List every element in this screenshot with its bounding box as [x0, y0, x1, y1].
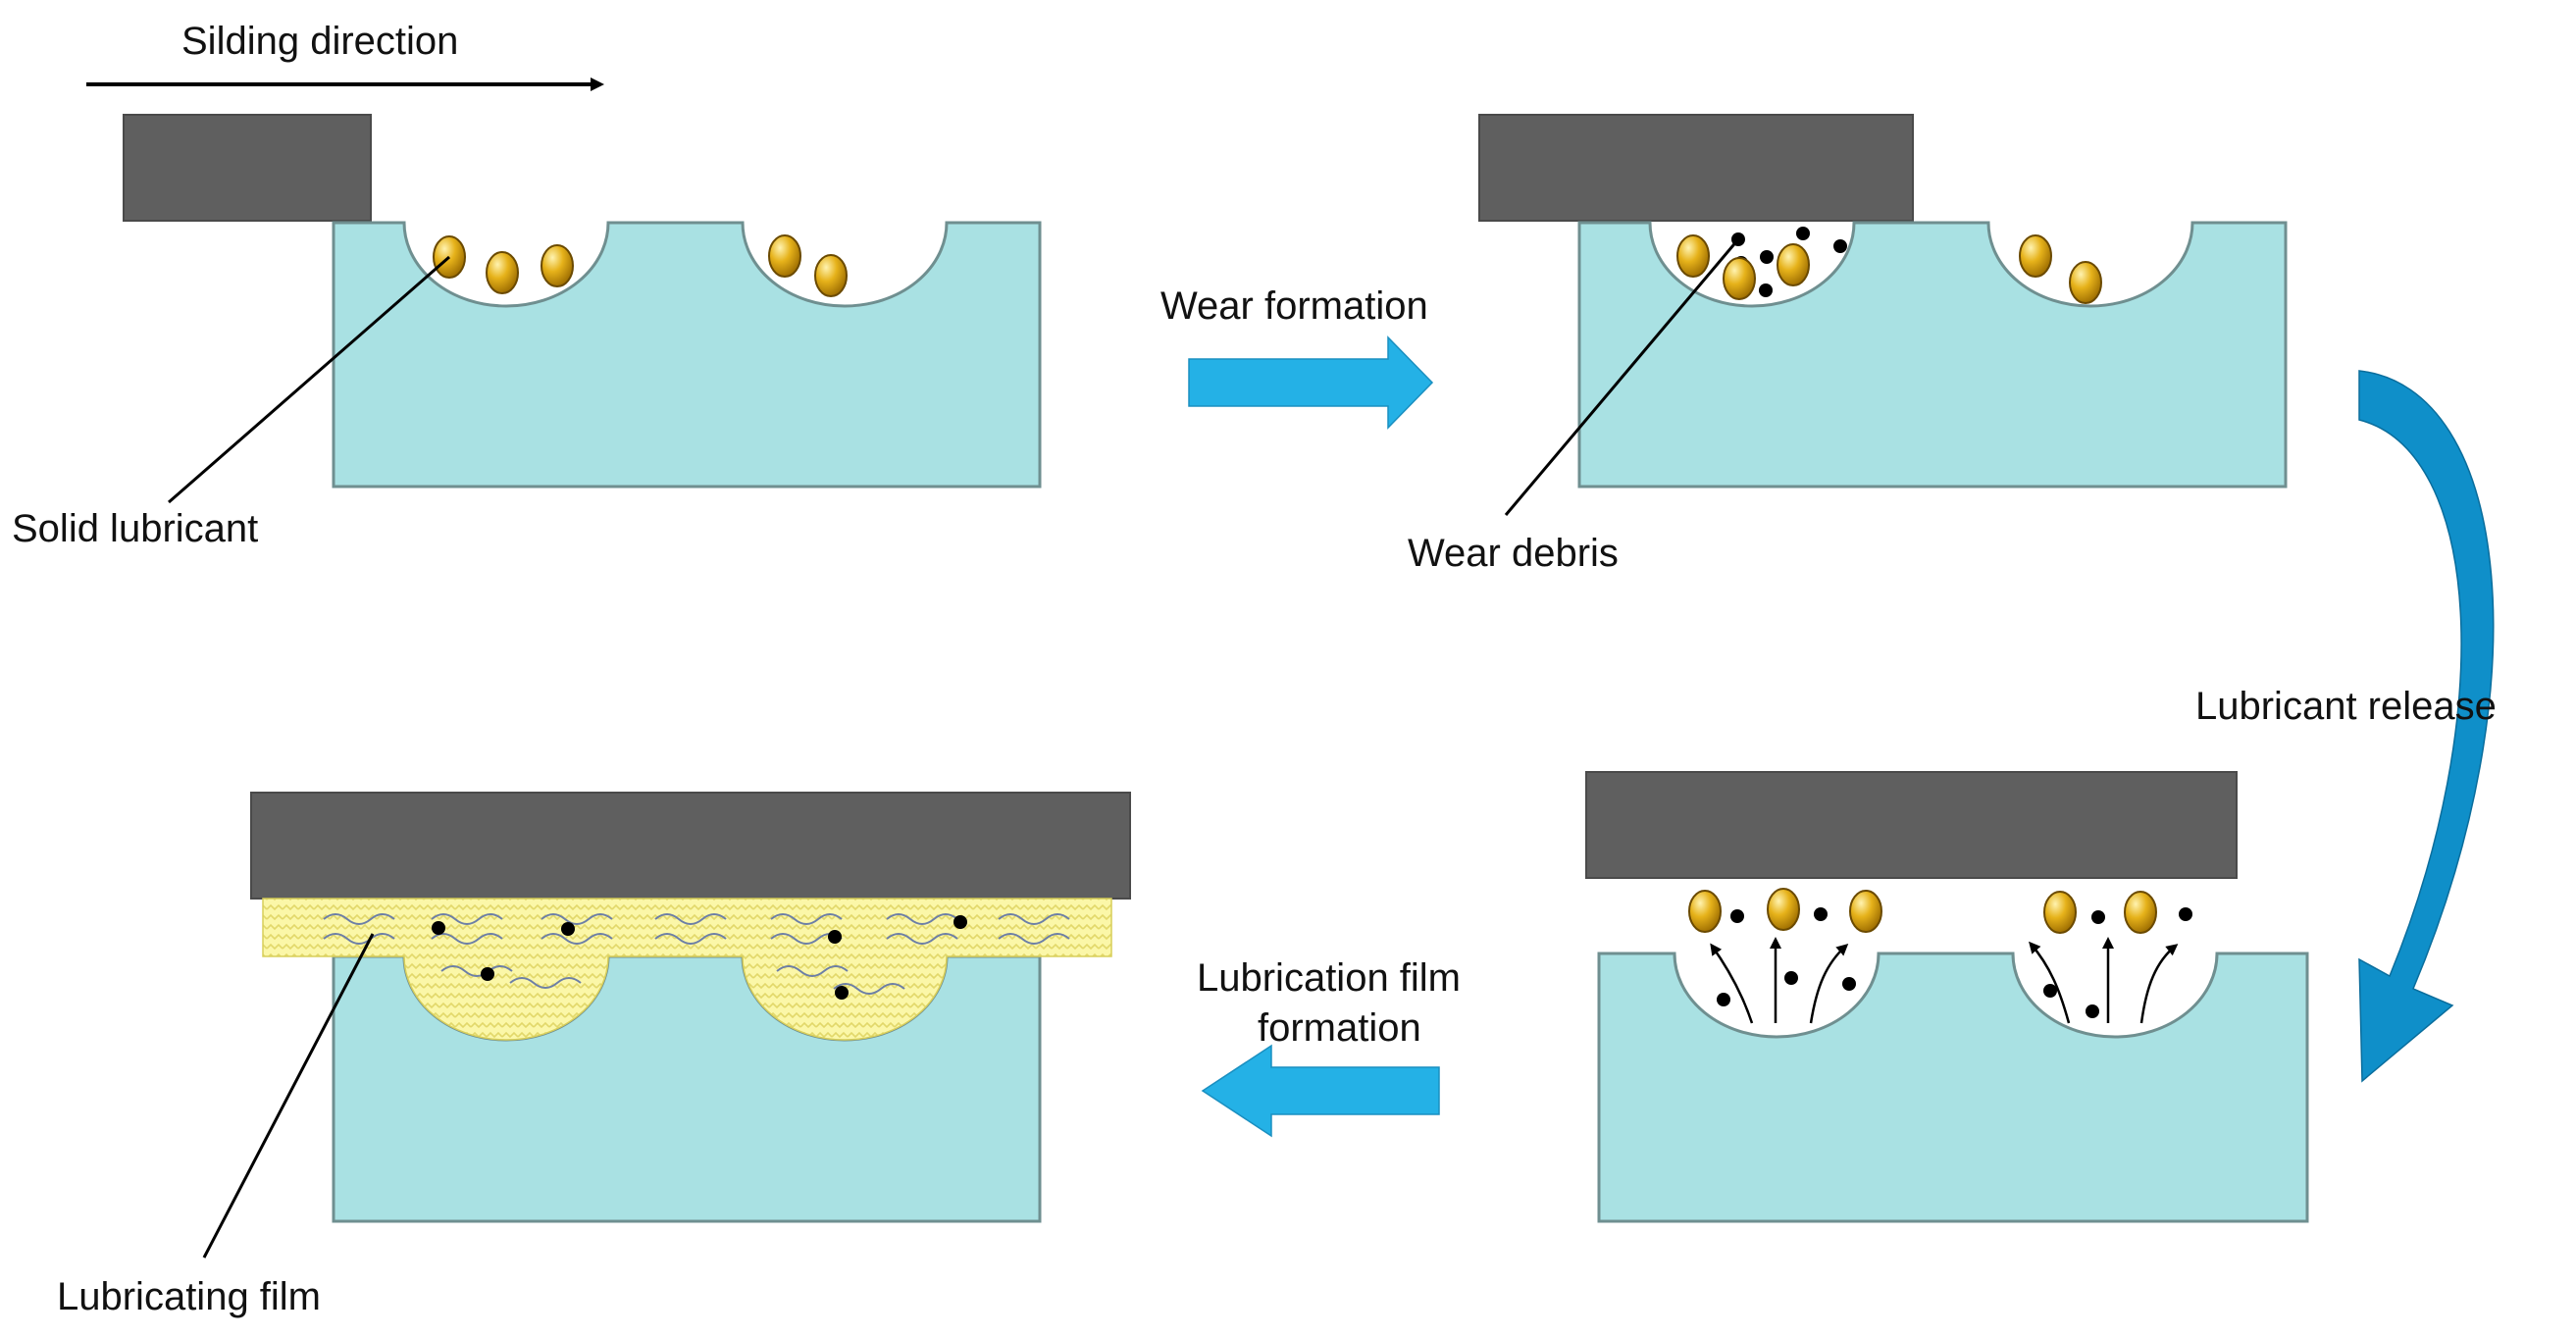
- solid-lubricant-particles: [433, 234, 848, 297]
- film-formation-step: Lubrication film formation: [1197, 956, 1461, 1138]
- lubricant-particle: [1688, 890, 1722, 933]
- released-lubricant-particles: [1688, 888, 2157, 934]
- counterface-block: [1478, 114, 1914, 222]
- lubricant-particle: [2069, 261, 2102, 304]
- lubricant-particle: [541, 244, 574, 287]
- lubricant-particle: [486, 251, 519, 294]
- lubricant-particle: [1676, 234, 1710, 278]
- debris-particle: [561, 922, 575, 936]
- lubricating-film-label: Lubricating film: [57, 1275, 321, 1318]
- film-debris-particles: [432, 915, 967, 1000]
- lubricant-particle: [1849, 890, 1882, 933]
- debris-particle: [1784, 971, 1798, 985]
- debris-particle: [2091, 910, 2105, 924]
- sliding-direction-label: Silding direction: [181, 20, 458, 63]
- curved-arrow-icon: [2029, 941, 2071, 1024]
- curved-arrow-icon: [2139, 944, 2179, 1024]
- debris-particle: [2086, 1004, 2099, 1018]
- solid-lubricant-leader-line: [168, 255, 450, 504]
- counterface-block: [123, 114, 372, 222]
- wear-formation-step: Wear formation: [1160, 284, 1434, 430]
- debris-particle: [481, 967, 494, 981]
- debris-particle: [828, 930, 842, 944]
- debris-particle: [1717, 993, 1730, 1006]
- panel-wear: Wear debris: [1408, 114, 2288, 575]
- panel-release: [1585, 771, 2309, 1223]
- curved-arrow-down-icon: [2358, 370, 2495, 1083]
- debris-particle: [1796, 227, 1810, 240]
- debris-particle: [1760, 250, 1774, 264]
- film-formation-label-line2: formation: [1258, 1006, 1421, 1050]
- substrate: [332, 221, 1042, 489]
- release-flow-arrows: [1710, 937, 2179, 1024]
- substrate: [1597, 952, 2309, 1223]
- debris-particle: [1759, 283, 1773, 297]
- block-arrow-left-icon: [1201, 1044, 1440, 1138]
- debris-particle: [1842, 977, 1856, 991]
- debris-particle: [432, 921, 445, 935]
- block-arrow-right-icon: [1188, 335, 1434, 430]
- lubricant-particle: [2019, 234, 2052, 278]
- solid-lubricant-particles: [1676, 234, 2102, 304]
- wear-debris-leader-line: [1504, 238, 1740, 516]
- debris-particle: [953, 915, 967, 929]
- debris-particle: [2043, 984, 2057, 998]
- lubricant-particle: [2124, 891, 2157, 934]
- film-waves: [323, 913, 1070, 995]
- curved-arrow-icon: [1710, 943, 1754, 1024]
- lubricant-particle: [814, 254, 848, 297]
- panel-film: Lubricating film: [57, 792, 1131, 1318]
- substrate: [1577, 221, 2288, 489]
- debris-particles: [1717, 907, 2192, 1018]
- lubricant-particle: [1723, 257, 1756, 300]
- wear-debris-label: Wear debris: [1408, 532, 1619, 575]
- debris-particle: [1814, 907, 1828, 921]
- film-formation-label-line1: Lubrication film: [1197, 956, 1461, 1000]
- panel-initial: Silding direction Solid lubricant: [12, 20, 1042, 550]
- lubricant-particle: [768, 234, 801, 278]
- lubricant-particle: [2043, 891, 2077, 934]
- counterface-block: [250, 792, 1131, 900]
- lubricant-particle: [1777, 243, 1810, 286]
- curved-arrow-icon: [1809, 943, 1849, 1024]
- wear-formation-label: Wear formation: [1160, 284, 1428, 328]
- debris-particle: [2179, 907, 2192, 921]
- lubricant-particle: [1767, 888, 1800, 931]
- lubricating-film-leader-line: [202, 933, 375, 1259]
- lubricant-release-label: Lubricant release: [2195, 685, 2497, 728]
- lubricant-release-step: Lubricant release: [2195, 370, 2497, 1083]
- solid-lubricant-label: Solid lubricant: [12, 507, 258, 550]
- debris-particle: [1833, 239, 1847, 253]
- debris-particle: [835, 986, 849, 1000]
- debris-particle: [1730, 909, 1744, 923]
- counterface-block: [1585, 771, 2238, 879]
